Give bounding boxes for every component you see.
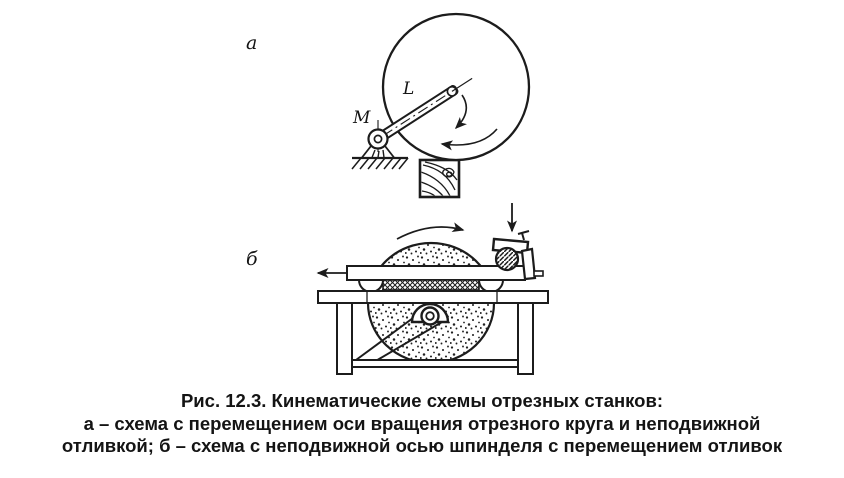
- casting-workpiece-b: [494, 246, 520, 272]
- scheme-b: б: [246, 203, 549, 375]
- pivot-support: [351, 120, 409, 170]
- scheme-a: M L а: [246, 12, 531, 199]
- carriage-bar: [346, 265, 526, 281]
- machine-frame: [336, 302, 534, 375]
- wheel-spokes: [355, 317, 443, 363]
- ground-hatching: [351, 157, 409, 170]
- clamp-screw-head: [517, 230, 530, 235]
- clamp-screw: [521, 232, 525, 241]
- workpiece-casting-a: [418, 158, 461, 199]
- figure-caption-line-b: отливкой; б – схема с неподвижной осью ш…: [61, 435, 783, 457]
- clamp-arm: [520, 247, 537, 281]
- serrated-strip: [382, 279, 480, 291]
- frame-right-leg: [517, 302, 534, 375]
- pivot-label: M: [352, 108, 371, 128]
- figure-caption: Рис. 12.3. Кинематические схемы отрезных…: [0, 390, 844, 458]
- arm-swing-arrow: [454, 94, 468, 130]
- clamp-assembly: [491, 203, 544, 281]
- scheme-b-label: б: [246, 248, 258, 270]
- wheel-rotation-arrow-a: [440, 128, 498, 151]
- figure-caption-title: Рис. 12.3. Кинематические схемы отрезных…: [180, 390, 664, 411]
- frame-left-leg: [336, 302, 353, 375]
- scheme-a-label: а: [246, 32, 257, 54]
- wheel-rotation-arrow-b: [396, 222, 465, 240]
- frame-bottom-bar: [351, 359, 519, 368]
- arm-label: L: [402, 79, 414, 99]
- spindle-hub: [410, 302, 450, 326]
- table-top: [317, 290, 549, 304]
- kinematic-schemes-drawing: M L а: [246, 12, 549, 375]
- clamp-side-pin: [533, 270, 544, 277]
- figure-caption-line-a: а – схема с перемещением оси вращения от…: [83, 412, 761, 434]
